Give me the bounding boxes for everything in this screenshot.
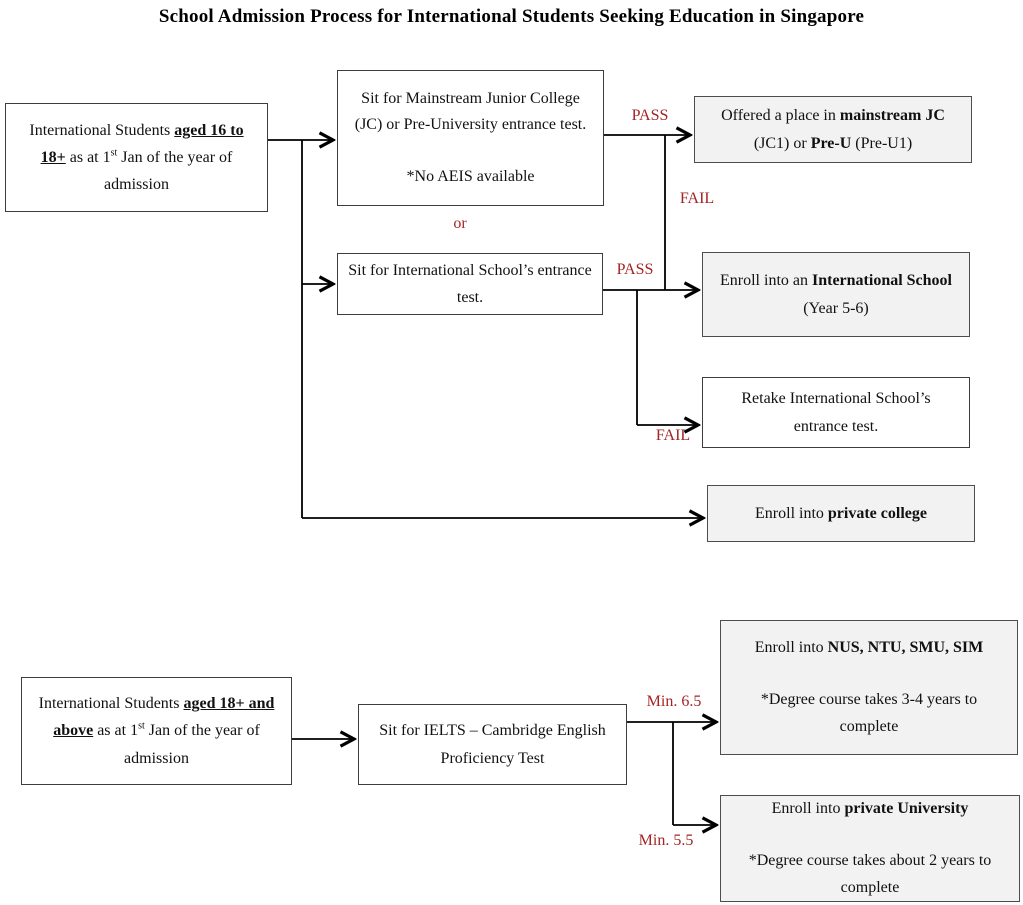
pass-label-jc: PASS (631, 107, 669, 124)
or-label: or (453, 215, 467, 232)
min-5-5-label: Min. 5.5 (638, 832, 694, 849)
offered-mainstream-jc-box: Offered a place in mainstream JC (JC1) o… (694, 96, 972, 163)
box-text: Sit for IELTS – Cambridge English Profic… (379, 722, 606, 767)
jc-preu-entrance-test-box: Sit for Mainstream Junior College (JC) o… (337, 70, 604, 206)
ielts-test-box: Sit for IELTS – Cambridge English Profic… (358, 704, 627, 785)
fail-label-jc: FAIL (679, 190, 715, 207)
box-text: Sit for Mainstream Junior College (JC) o… (354, 89, 587, 134)
box-text: Enroll into private college (755, 504, 927, 522)
min-6-5-label: Min. 6.5 (646, 693, 702, 710)
box-note: *No AEIS available (406, 167, 535, 185)
enroll-intl-school-box: Enroll into an International School (Yea… (702, 252, 970, 337)
box-note: *Degree course takes about 2 years to co… (748, 852, 992, 896)
box-text: Enroll into an International School (Yea… (720, 272, 952, 317)
pass-label-intl: PASS (616, 261, 654, 278)
box-text: Offered a place in mainstream JC (JC1) o… (721, 107, 945, 152)
box-text: Retake International School’s entrance t… (741, 390, 931, 435)
box-text: International Students aged 18+ and abov… (38, 695, 275, 767)
box-text: Enroll into private University (771, 799, 969, 817)
fail-label-intl: FAIL (655, 427, 691, 444)
retake-intl-test-box: Retake International School’s entrance t… (702, 377, 970, 448)
enroll-private-university-box: Enroll into private University *Degree c… (720, 795, 1020, 902)
box-note: *Degree course takes 3-4 years to comple… (760, 691, 978, 735)
box-text: International Students aged 16 to 18+ as… (29, 121, 244, 194)
enroll-nus-ntu-smu-sim-box: Enroll into NUS, NTU, SMU, SIM *Degree c… (720, 620, 1018, 755)
enroll-private-college-box: Enroll into private college (707, 485, 975, 542)
box-text: Enroll into NUS, NTU, SMU, SIM (754, 638, 984, 656)
start-box-aged-16-18: International Students aged 16 to 18+ as… (5, 103, 268, 212)
diagram-title: School Admission Process for Internation… (158, 6, 865, 27)
intl-school-entrance-test-box: Sit for International School’s entrance … (337, 253, 603, 315)
box-text: Sit for International School’s entrance … (348, 261, 592, 306)
start-box-aged-18-plus: International Students aged 18+ and abov… (21, 677, 292, 785)
